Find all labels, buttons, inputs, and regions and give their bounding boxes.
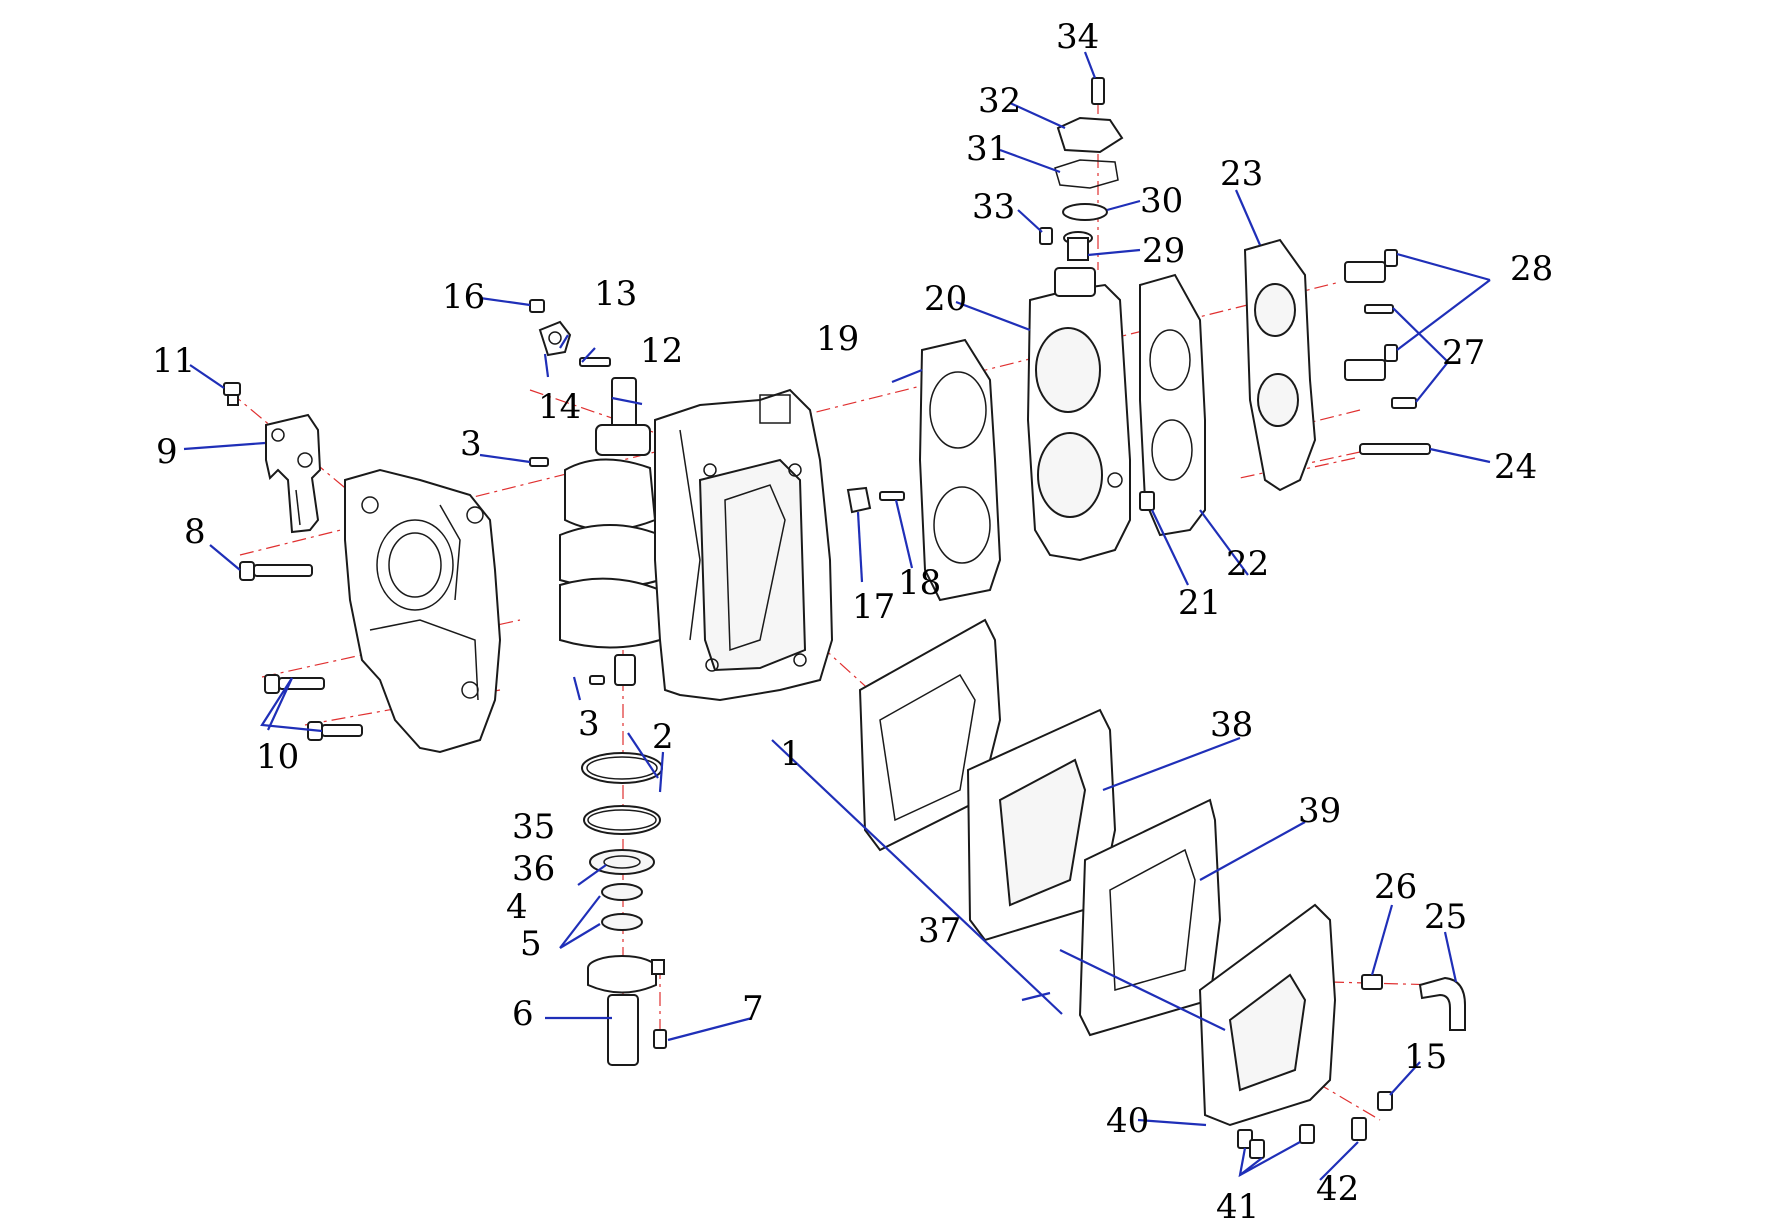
callout-37: 37 <box>918 911 961 951</box>
callout-6: 6 <box>512 994 534 1034</box>
spark-plug-part-28-upper <box>1344 249 1398 283</box>
bolt-part-27-upper <box>1364 304 1394 314</box>
bolt-part-15 <box>1377 1091 1393 1111</box>
callout-32: 32 <box>978 81 1021 121</box>
callout-21: 21 <box>1178 583 1221 623</box>
oil-seal-part-5-lower <box>601 913 643 931</box>
callout-9: 9 <box>156 432 178 472</box>
pin-part-18 <box>879 491 905 501</box>
callout-39: 39 <box>1298 791 1341 831</box>
callout-5: 5 <box>520 924 542 964</box>
callout-38: 38 <box>1210 705 1253 745</box>
callout-1: 1 <box>780 734 802 774</box>
callout-19: 19 <box>816 319 859 359</box>
head-cover-part-23 <box>1243 238 1317 492</box>
bolt-part-42 <box>1351 1117 1367 1141</box>
gasket-part-31 <box>1054 159 1119 189</box>
callout-15: 15 <box>1404 1037 1447 1077</box>
callout-16: 16 <box>442 277 485 317</box>
callout-40: 40 <box>1106 1101 1149 1141</box>
callout-20: 20 <box>924 279 967 319</box>
callout-12: 12 <box>640 331 683 371</box>
bolt-part-34 <box>1091 77 1105 105</box>
thermostat-cover-part-32 <box>1056 116 1124 154</box>
bracket-part-13-14 <box>538 320 572 357</box>
callout-29: 29 <box>1142 231 1185 271</box>
callout-28: 28 <box>1510 249 1553 289</box>
callout-10: 10 <box>256 737 299 777</box>
callout-8: 8 <box>184 512 206 552</box>
callout-30: 30 <box>1140 181 1183 221</box>
bolt-part-16 <box>529 299 545 313</box>
callout-36: 36 <box>512 849 555 889</box>
ring-part-30 <box>1062 203 1108 221</box>
head-gasket-part-19 <box>918 338 1002 602</box>
part-17 <box>846 486 872 514</box>
screw-part-7 <box>653 1029 667 1049</box>
callout-4: 4 <box>506 887 528 927</box>
callout-labels: 1 2 3 3 4 5 6 7 8 9 10 11 12 13 14 15 16… <box>152 17 1553 1227</box>
pin-part-12 <box>579 357 611 367</box>
callout-17: 17 <box>852 587 895 627</box>
callout-14: 14 <box>538 387 581 427</box>
callout-3-upper: 3 <box>460 424 482 464</box>
bracket-part-9 <box>265 413 322 534</box>
callout-22: 22 <box>1226 544 1269 584</box>
cylinder-head-part-20 <box>1026 267 1131 562</box>
o-ring-part-36 <box>583 805 661 835</box>
bolt-part-24 <box>1359 443 1431 455</box>
callout-7: 7 <box>742 989 764 1029</box>
callout-18: 18 <box>898 563 941 603</box>
bolt-part-8 <box>239 561 313 581</box>
callout-3-lower: 3 <box>578 704 600 744</box>
cover-gasket-part-22 <box>1139 273 1206 537</box>
bolt-part-10-lower <box>307 721 363 741</box>
callout-31: 31 <box>966 129 1009 169</box>
cylinder-block-part-1 <box>654 388 834 702</box>
dowel-pin-part-3-upper <box>529 457 549 467</box>
callout-13: 13 <box>594 274 637 314</box>
crankshaft <box>559 377 661 686</box>
hose-part-25 <box>1418 976 1466 1031</box>
callout-25: 25 <box>1424 897 1467 937</box>
bolts-part-41 <box>1237 1124 1315 1159</box>
bolt-part-27-lower <box>1391 397 1417 409</box>
callout-35: 35 <box>512 807 555 847</box>
callout-34: 34 <box>1056 17 1099 57</box>
fitting-part-26 <box>1361 974 1383 990</box>
bolt-part-33 <box>1039 227 1053 245</box>
callout-27: 27 <box>1442 333 1485 373</box>
callout-33: 33 <box>972 187 1015 227</box>
oil-seal-part-5-upper <box>601 883 643 901</box>
callout-42: 42 <box>1316 1169 1359 1209</box>
thermostat-part-29 <box>1063 231 1093 261</box>
callout-23: 23 <box>1220 154 1263 194</box>
bolt-part-10-upper <box>264 674 325 694</box>
callout-11: 11 <box>152 341 195 381</box>
bearing-housing-part-6 <box>587 955 665 1066</box>
callout-41: 41 <box>1216 1187 1259 1227</box>
callout-24: 24 <box>1494 447 1537 487</box>
crankcase-cover-left <box>344 468 502 754</box>
oil-seal-part-4 <box>589 849 655 875</box>
callout-2: 2 <box>652 717 674 757</box>
spark-plug-part-28-lower <box>1344 344 1398 381</box>
fitting-part-11 <box>223 382 241 406</box>
fitting-part-21 <box>1139 491 1155 511</box>
leader-lines <box>183 51 1491 1181</box>
callout-26: 26 <box>1374 867 1417 907</box>
dowel-pin-part-3-lower <box>589 675 605 685</box>
